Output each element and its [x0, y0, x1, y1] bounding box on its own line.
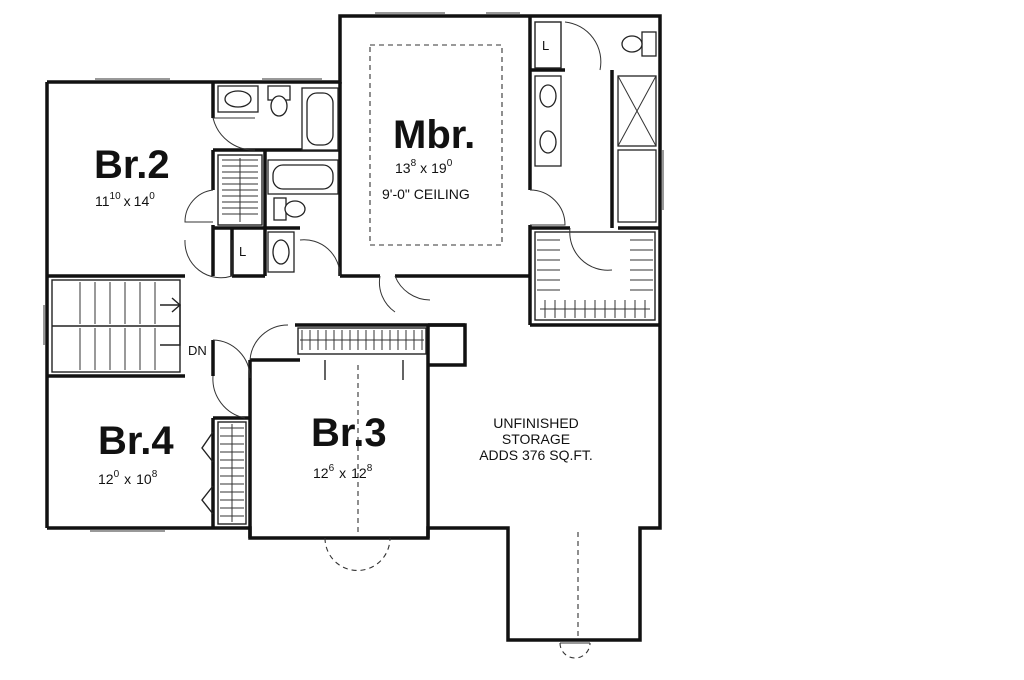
bath-fixtures: [217, 21, 657, 273]
storage-line3: ADDS 376 SQ.FT.: [479, 447, 593, 463]
br2-name: Br.2: [94, 143, 170, 187]
closets: [217, 154, 656, 525]
ceiling-lines: [324, 44, 591, 659]
mbr-name: Mbr.: [393, 113, 475, 157]
linen-label-hall: L: [239, 244, 246, 259]
mbr-ceiling-note: 9'-0" CEILING: [382, 186, 470, 202]
stairs: [51, 279, 182, 373]
br4-name: Br.4: [98, 419, 174, 463]
storage-line1: UNFINISHED: [493, 415, 579, 431]
stairs-down-label: DN: [188, 343, 207, 358]
linen-label-master: L: [542, 38, 549, 53]
storage-line2: STORAGE: [502, 431, 570, 447]
doors: [184, 21, 613, 515]
br3-name: Br.3: [311, 411, 387, 455]
